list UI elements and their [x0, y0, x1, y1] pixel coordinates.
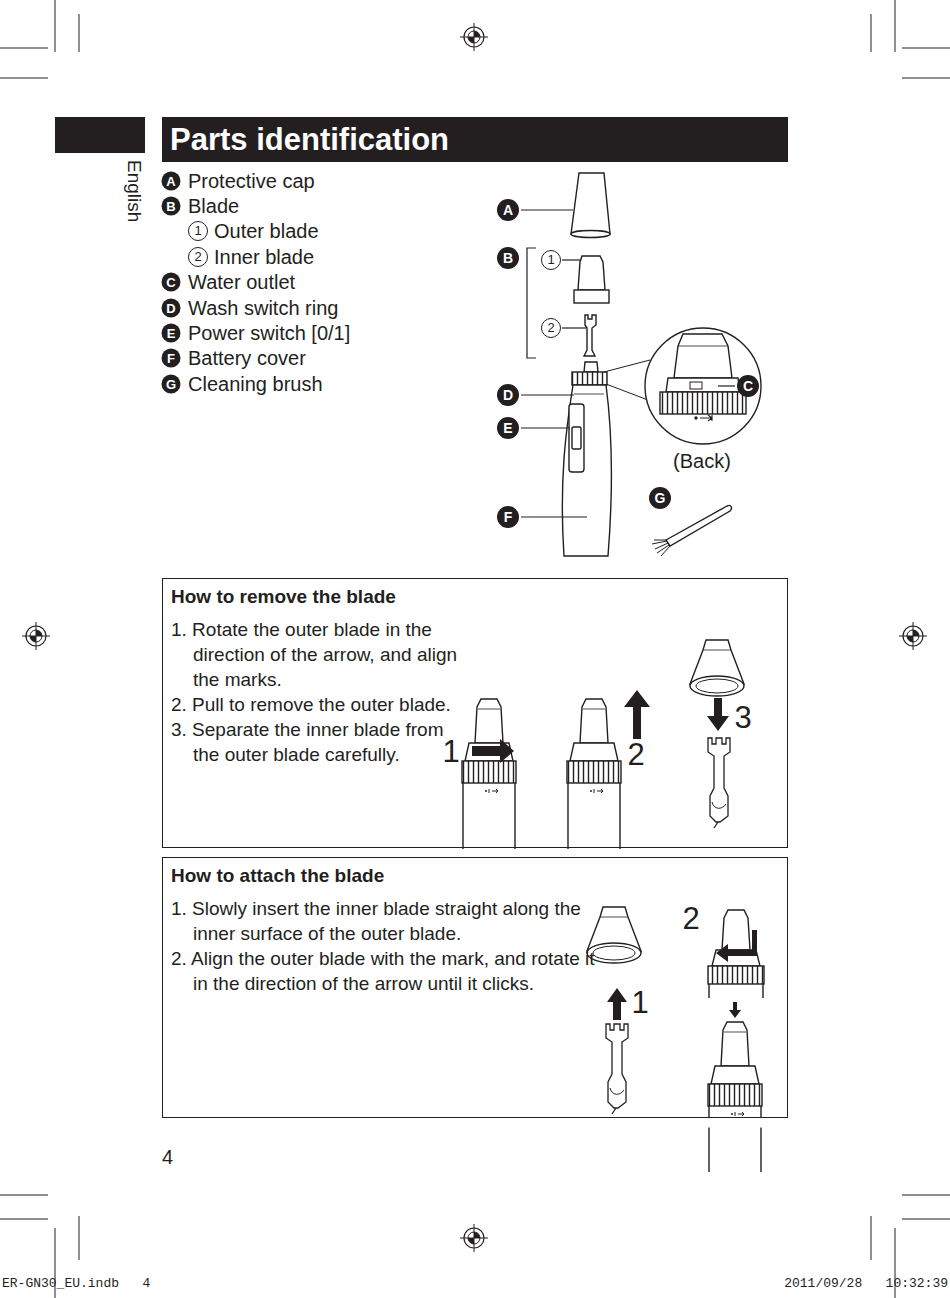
callout-letter: G	[649, 487, 671, 509]
callout-letter: A	[497, 199, 519, 221]
trimmer-parts	[562, 173, 761, 556]
sub-part-number: 1	[188, 221, 208, 241]
part-name: Outer blade	[214, 219, 319, 243]
view-note: (Back)	[673, 449, 731, 473]
part-letter: F	[162, 349, 181, 368]
page-title: Parts identification	[162, 117, 788, 162]
leader-lines	[521, 210, 735, 517]
insert-arrow	[607, 988, 627, 1020]
part-name: Cleaning brush	[188, 372, 323, 396]
callout-letter: B	[497, 247, 519, 269]
callout-letter: E	[497, 417, 519, 439]
print-slug: 2011/09/28 10:32:39	[784, 1276, 948, 1292]
part-name: Protective cap	[188, 169, 315, 193]
part-letter: A	[162, 172, 181, 191]
part-name: Battery cover	[188, 346, 306, 370]
title-bar: Parts identification	[162, 117, 788, 162]
language-tab	[55, 117, 145, 153]
step-text: 2. Pull to remove the outer blade.	[171, 692, 461, 717]
part-name: Power switch [0/1]	[188, 321, 350, 345]
part-name: Wash switch ring	[188, 296, 338, 320]
page-number: 4	[162, 1145, 173, 1169]
part-letter: D	[162, 299, 181, 318]
step-number: 1	[442, 735, 459, 769]
separate-arrow	[707, 698, 729, 731]
callout-number: 2	[541, 318, 561, 338]
part-letter: E	[162, 324, 181, 343]
box-heading: How to remove the blade	[171, 585, 779, 609]
callout-letter: F	[497, 506, 519, 528]
language-label: English	[123, 160, 145, 222]
step-text: 1. Slowly insert the inner blade straigh…	[171, 896, 603, 946]
pull-arrow	[624, 690, 650, 739]
rotate-arrow	[472, 739, 514, 763]
step-number: 2	[682, 902, 699, 936]
instruction-box: How to attach the blade 1. Slowly insert …	[162, 857, 788, 1118]
callout-letter: D	[497, 384, 519, 406]
part-name: Blade	[188, 194, 239, 218]
step-text: 3. Separate the inner blade from the out…	[171, 717, 461, 767]
callout-letter: C	[737, 375, 759, 397]
step-text: 1. Rotate the outer blade in the directi…	[171, 617, 461, 692]
part-letter: C	[162, 273, 181, 292]
part-letter: G	[162, 375, 181, 394]
step-text: 2. Align the outer blade with the mark, …	[171, 946, 603, 996]
instruction-box: How to remove the blade 1. Rotate the out…	[162, 578, 788, 848]
step-number: 2	[627, 738, 644, 772]
step-number: 1	[631, 986, 648, 1020]
box-heading: How to attach the blade	[171, 864, 779, 888]
part-name: Inner blade	[214, 245, 314, 269]
step-number: 3	[734, 701, 751, 735]
part-letter: B	[162, 197, 181, 216]
part-name: Water outlet	[188, 270, 295, 294]
print-slug: ER-GN30_EU.indb 4	[2, 1276, 150, 1292]
sub-part-number: 2	[188, 247, 208, 267]
callout-number: 1	[541, 250, 561, 270]
